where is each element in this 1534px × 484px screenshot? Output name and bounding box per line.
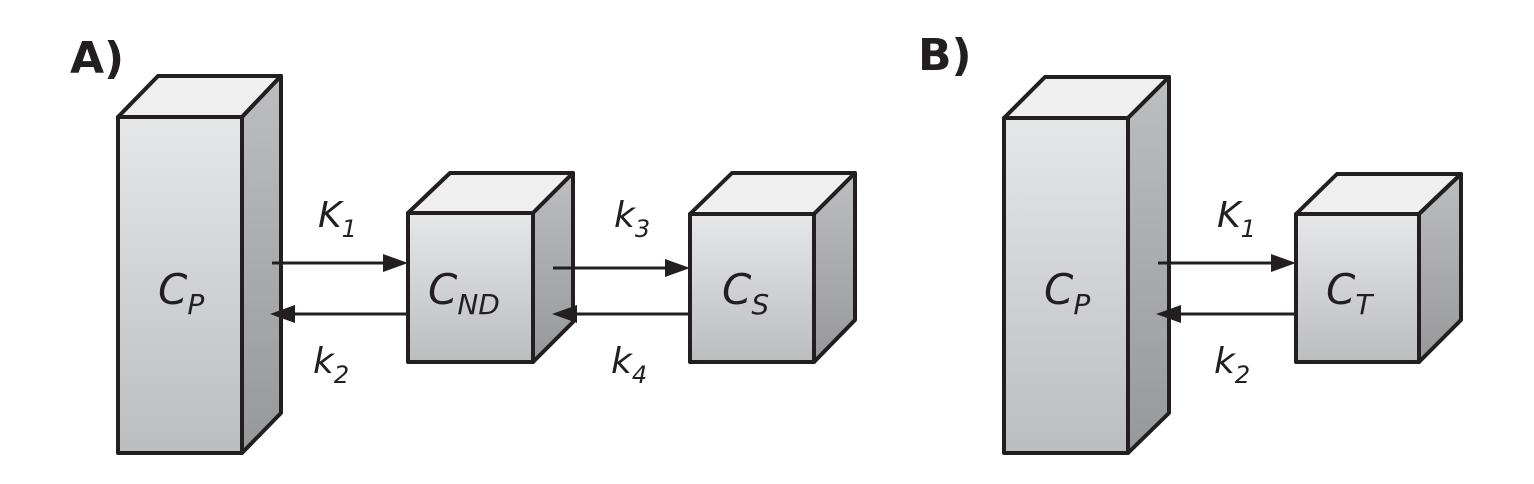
arrowhead-k3: [665, 259, 690, 277]
arrowhead-k1: [383, 254, 408, 272]
label-cs: CS: [722, 265, 769, 321]
rate-label-k2: k2: [313, 341, 349, 389]
rate-label-k1: K1: [318, 195, 357, 243]
rate-label-b-k1: K1: [1217, 195, 1256, 243]
compartment-a-cs: [688, 171, 857, 364]
compartment-b-cp: [1002, 75, 1171, 455]
compartment-a-cp: [116, 74, 283, 455]
label-ct: CT: [1326, 265, 1374, 321]
label-cnd: CND: [428, 265, 500, 321]
label-cp: CP: [158, 265, 204, 321]
arrowhead-k2: [270, 305, 295, 323]
rate-label-k4: k4: [611, 341, 647, 389]
panel-b-label: B): [918, 30, 972, 81]
label-b-cp: CP: [1044, 265, 1090, 321]
rate-label-k3: k3: [614, 195, 650, 243]
arrowhead-k4: [552, 305, 577, 323]
arrowhead-b-k2: [1156, 305, 1181, 323]
panel-a-label: A): [70, 33, 124, 84]
rate-label-b-k2: k2: [1214, 341, 1250, 389]
arrowhead-b-k1: [1271, 254, 1296, 272]
compartment-b-ct: [1294, 172, 1463, 364]
